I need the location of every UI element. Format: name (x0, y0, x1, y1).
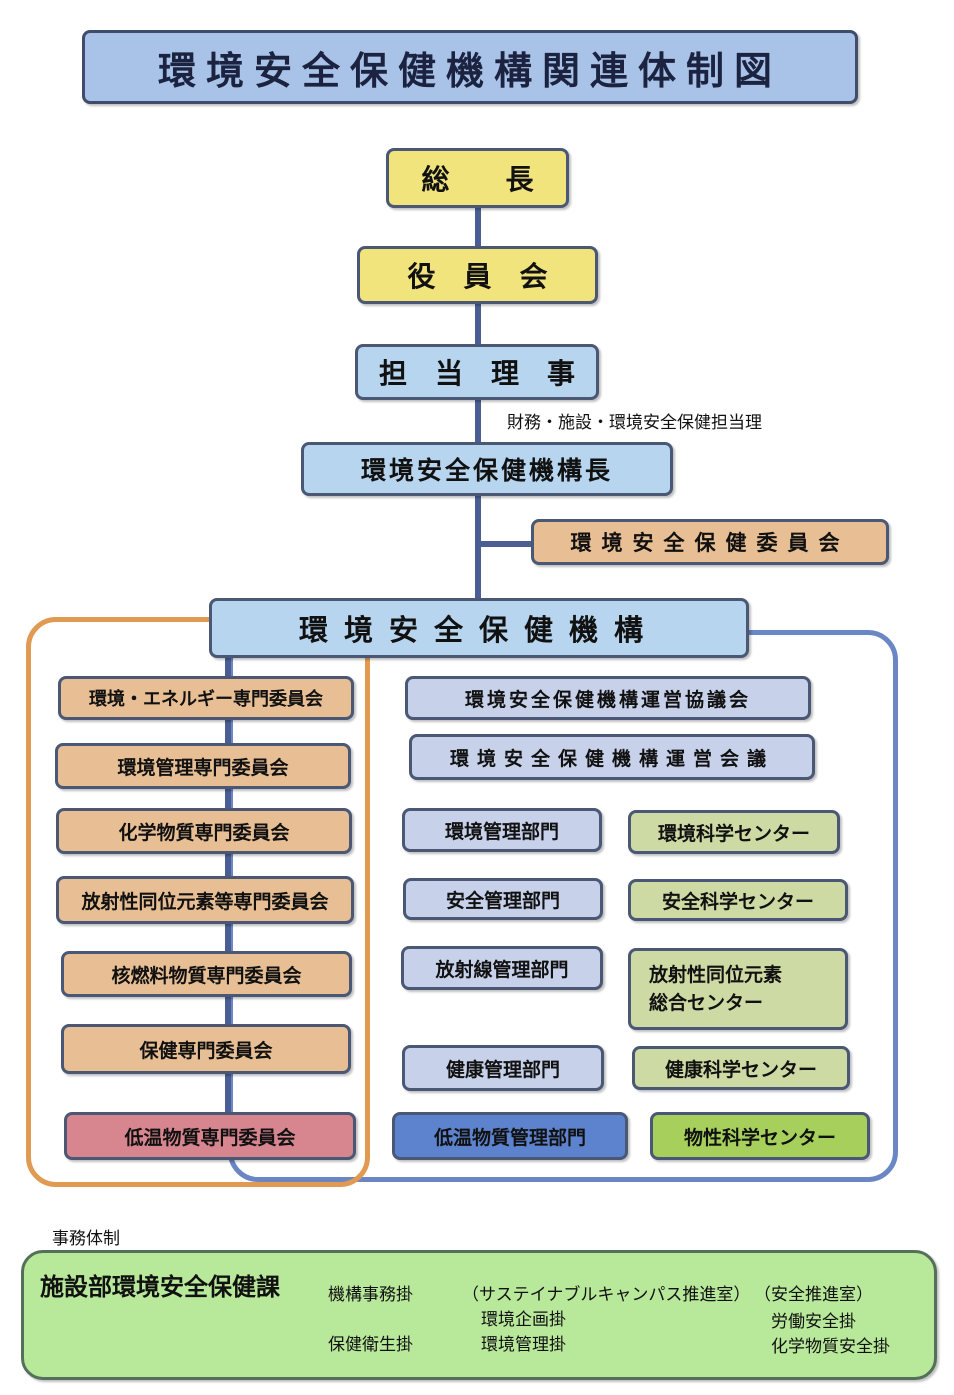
committee-item: 化学物質専門委員会 (56, 808, 352, 854)
board-label: 役 員 会 (407, 260, 548, 293)
committee-item-low-temp: 低温物質専門委員会 (64, 1112, 356, 1160)
office-col1-item-2: 保健衛生掛 (328, 1335, 413, 1355)
center-item-label: 環境科学センター (657, 822, 810, 845)
department-item-label: 安全管理部門 (445, 889, 560, 912)
steering-meeting-label: 環境安全保健機構運営会議 (449, 747, 774, 770)
department-item-label: 放射線管理部門 (435, 958, 569, 981)
committee-item-label: 化学物質専門委員会 (118, 821, 290, 844)
center-item-materials: 物性科学センター (650, 1112, 870, 1160)
office-col3-item-2: 化学物質安全掛 (771, 1337, 890, 1357)
committee-label: 環境安全保健委員会 (570, 531, 850, 555)
committee-item-label: 環境管理専門委員会 (117, 756, 289, 779)
department-item-label: 環境管理部門 (444, 820, 559, 843)
office-col2-item-2: 環境管理掛 (481, 1335, 566, 1355)
office-box (21, 1250, 937, 1380)
office-section-label: 事務体制 (52, 1229, 120, 1249)
committees-frame (26, 617, 370, 1187)
center-item-label-line2: 総合センター (649, 992, 764, 1014)
steering-council-label: 環境安全保健機構運営協議会 (464, 688, 751, 711)
committee-item: 核燃料物質専門委員会 (61, 951, 352, 997)
center-item-radioisotope: 放射性同位元素 総合センター (628, 948, 848, 1030)
department-item: 放射線管理部門 (401, 946, 603, 990)
center-item-label: 健康科学センター (664, 1058, 817, 1081)
steering-meeting-box: 環境安全保健機構運営会議 (409, 734, 815, 780)
center-item-label-line1: 放射性同位元素 (649, 964, 783, 986)
department-item: 健康管理部門 (402, 1045, 604, 1091)
committee-item-label: 保健専門委員会 (139, 1039, 273, 1062)
center-item: 健康科学センター (632, 1046, 850, 1090)
director-box: 担 当 理 事 (355, 344, 599, 400)
president-label: 総 長 (421, 163, 534, 196)
board-box: 役 員 会 (357, 246, 598, 304)
connector-board-director (475, 302, 481, 346)
committee-item-label: 低温物質専門委員会 (124, 1126, 296, 1149)
committee-item: 保健専門委員会 (61, 1024, 351, 1074)
connector-committee-branch (475, 541, 531, 547)
organization-label: 環境安全保健機構 (298, 613, 659, 647)
president-box: 総 長 (386, 148, 569, 208)
office-col3-header: （安全推進室） (754, 1285, 873, 1305)
office-col1-item-1: 機構事務掛 (328, 1285, 413, 1305)
office-col2-header: （サステイナブルキャンパス推進室） (462, 1285, 751, 1305)
committee-item: 環境・エネルギー専門委員会 (58, 676, 354, 720)
center-item-label: 安全科学センター (661, 890, 814, 913)
committee-box: 環境安全保健委員会 (531, 519, 889, 565)
committee-item-label: 核燃料物質専門委員会 (111, 964, 302, 987)
director-note: 財務・施設・環境安全保健担当理 (507, 413, 762, 433)
org-head-box: 環境安全保健機構長 (301, 442, 673, 496)
connector-head-organization (475, 494, 481, 600)
department-item-label: 低温物質管理部門 (433, 1126, 586, 1149)
steering-council-box: 環境安全保健機構運営協議会 (405, 676, 811, 720)
department-item-low-temp: 低温物質管理部門 (392, 1112, 628, 1160)
director-label: 担 当 理 事 (378, 357, 575, 390)
office-division: 施設部環境安全保健課 (40, 1273, 280, 1301)
center-item: 環境科学センター (628, 810, 840, 854)
committee-item: 環境管理専門委員会 (55, 743, 351, 789)
center-item: 安全科学センター (628, 879, 848, 921)
org-head-label: 環境安全保健機構長 (360, 456, 613, 485)
diagram-title: 環境安全保健機構関連体制図 (82, 30, 858, 104)
diagram-title-text: 環境安全保健機構関連体制図 (157, 48, 782, 93)
organization-box: 環境安全保健機構 (209, 598, 749, 658)
committee-item-label: 放射性同位元素等専門委員会 (81, 890, 329, 913)
office-col2-item-1: 環境企画掛 (481, 1310, 566, 1330)
office-col3-item-1: 労働安全掛 (771, 1312, 856, 1332)
department-item: 安全管理部門 (403, 878, 603, 920)
connector-president-board (475, 206, 481, 248)
department-item: 環境管理部門 (402, 808, 602, 852)
department-item-label: 健康管理部門 (445, 1058, 560, 1081)
connector-director-head (475, 398, 481, 444)
committee-item-label: 環境・エネルギー専門委員会 (89, 689, 323, 710)
committee-item: 放射性同位元素等専門委員会 (56, 876, 354, 924)
center-item-label: 物性科学センター (683, 1126, 836, 1149)
